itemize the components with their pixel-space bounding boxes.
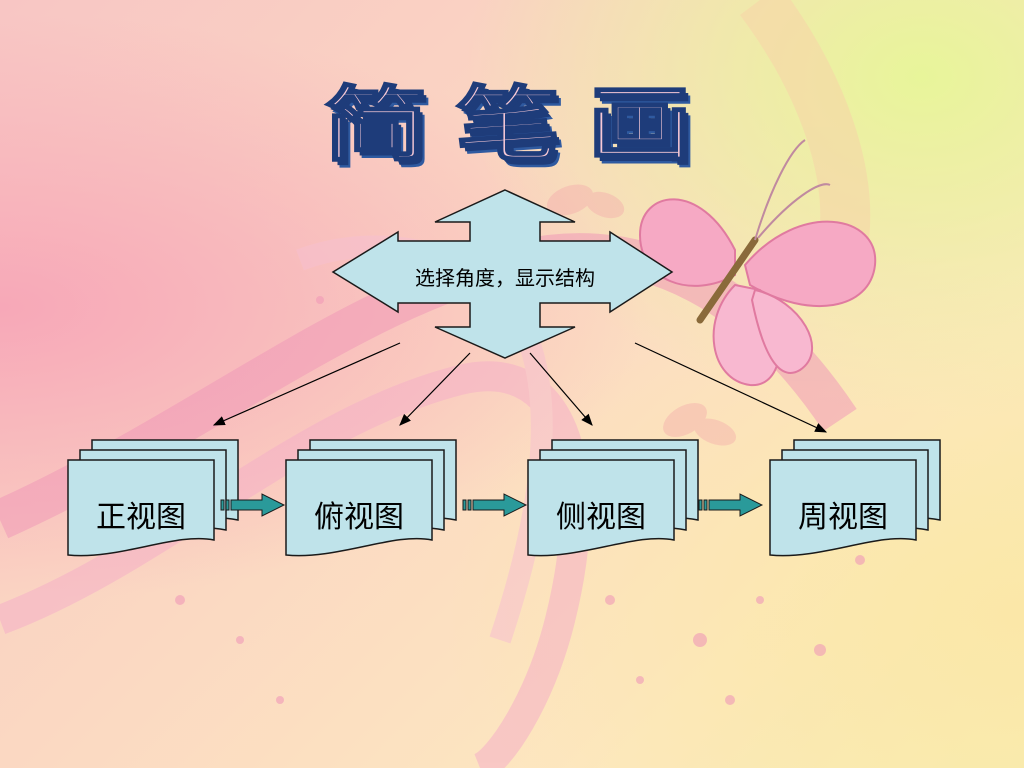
view-label-around: 周视图 (798, 500, 888, 535)
center-arrow-label: 选择角度，显示结构 (415, 266, 595, 290)
small-butterfly-icon (546, 184, 737, 446)
view-label-front: 正视图 (96, 500, 186, 535)
butterfly-icon (638, 139, 877, 387)
view-label-top: 俯视图 (314, 500, 404, 535)
connector-arrows (212, 342, 828, 433)
four-way-arrow-shape (331, 189, 674, 359)
view-label-side: 侧视图 (556, 500, 646, 535)
flow-arrows (220, 493, 764, 517)
document-stack-shapes (67, 439, 941, 557)
page-title: 简笔画 (322, 76, 720, 173)
